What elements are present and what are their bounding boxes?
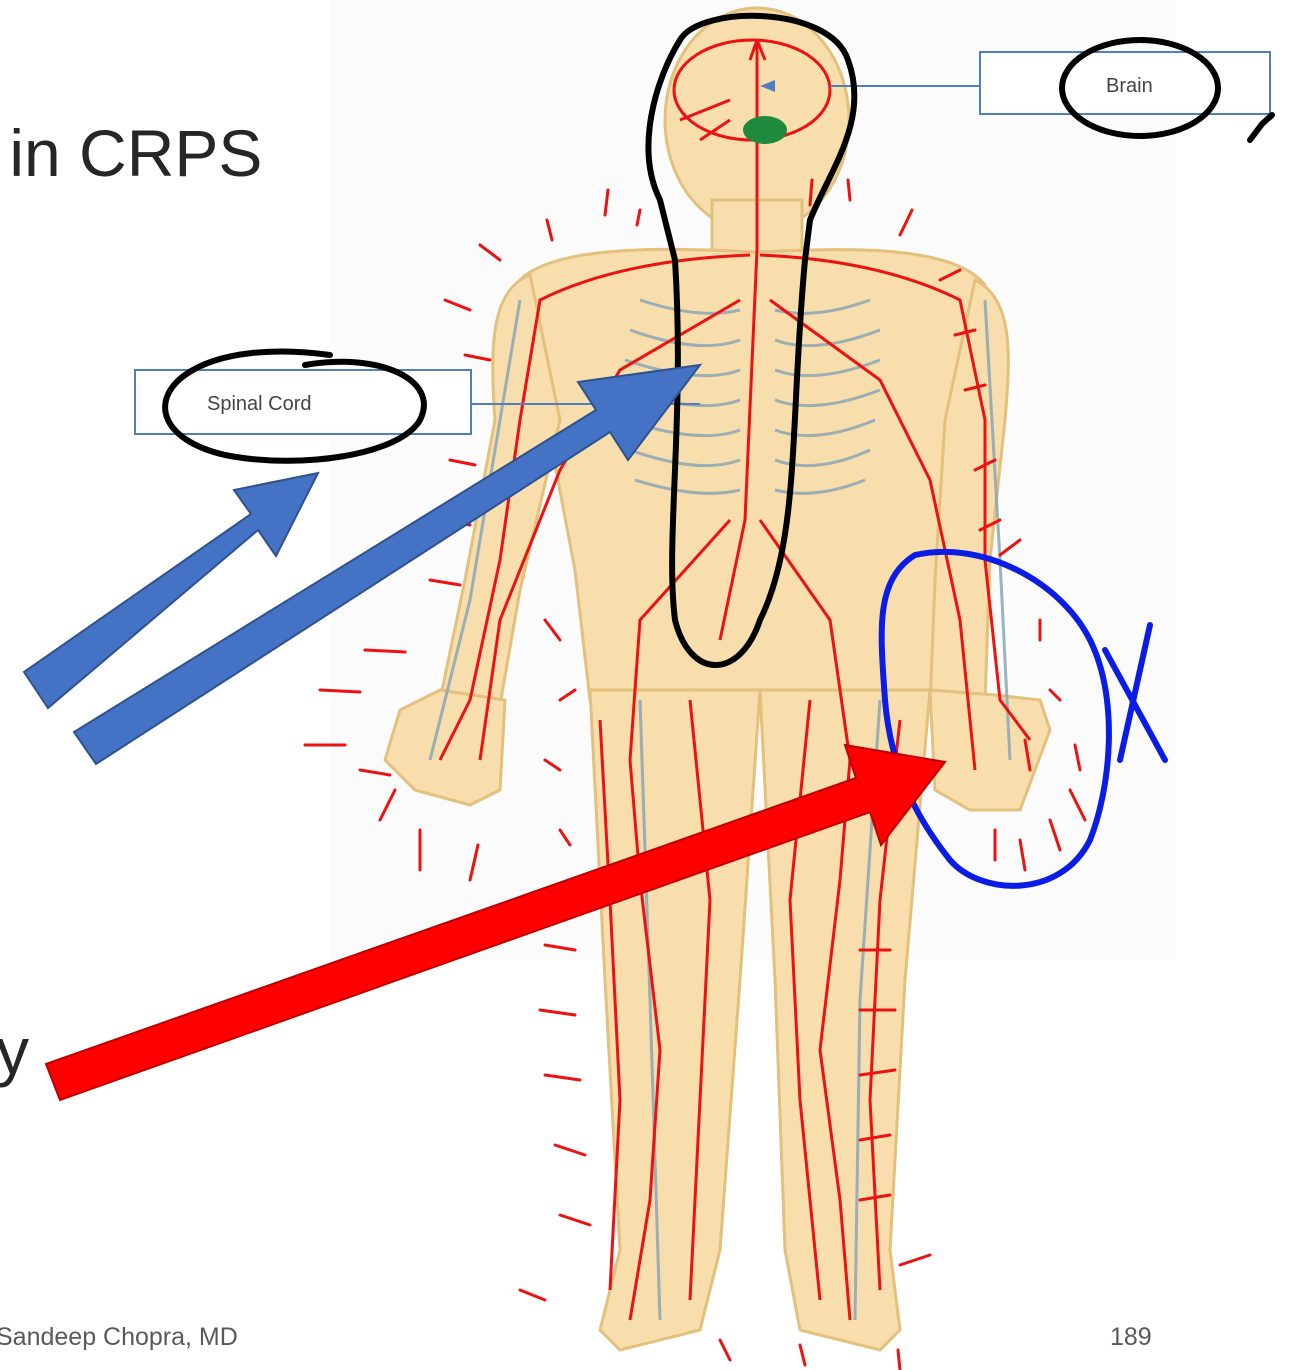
page-number: 189 [1110, 1323, 1152, 1352]
spinal-cord-label: Spinal Cord [207, 393, 312, 415]
footer-author: Sandeep Chopra, MD [0, 1323, 320, 1363]
brain-label-check-mark [1250, 115, 1272, 140]
brain-green-region [743, 116, 787, 144]
brain-label: Brain [1106, 75, 1153, 97]
